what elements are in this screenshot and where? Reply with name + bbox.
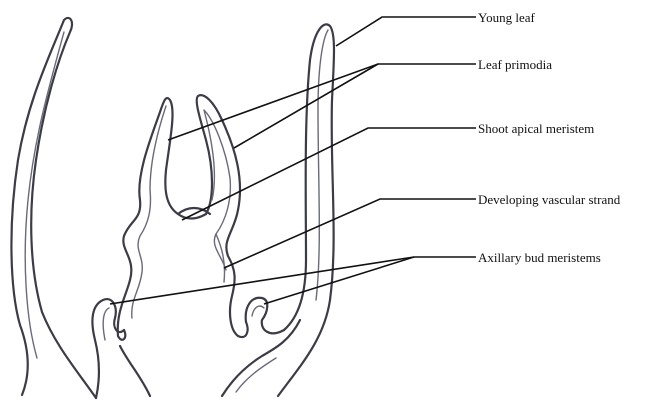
label-leaf-primodia: Leaf primodia bbox=[478, 57, 552, 72]
main-stem bbox=[120, 320, 300, 396]
left-young-leaf bbox=[11, 18, 96, 398]
label-developing-vascular-strand: Developing vascular strand bbox=[478, 192, 621, 207]
label-axillary-bud-meristems: Axillary bud meristems bbox=[478, 250, 601, 265]
leader-lines bbox=[110, 17, 476, 304]
left-leaf-primordium bbox=[118, 98, 206, 340]
labels: Young leaf Leaf primodia Shoot apical me… bbox=[478, 10, 621, 265]
leader-axillary-bud-upper bbox=[110, 257, 476, 304]
leader-young-leaf bbox=[336, 17, 476, 46]
label-shoot-apical-meristem: Shoot apical meristem bbox=[478, 121, 594, 136]
leader-axillary-bud-lower bbox=[264, 257, 414, 304]
leader-shoot-apical-meristem bbox=[182, 128, 476, 220]
plant-drawing bbox=[11, 18, 334, 398]
label-young-leaf: Young leaf bbox=[478, 10, 535, 25]
